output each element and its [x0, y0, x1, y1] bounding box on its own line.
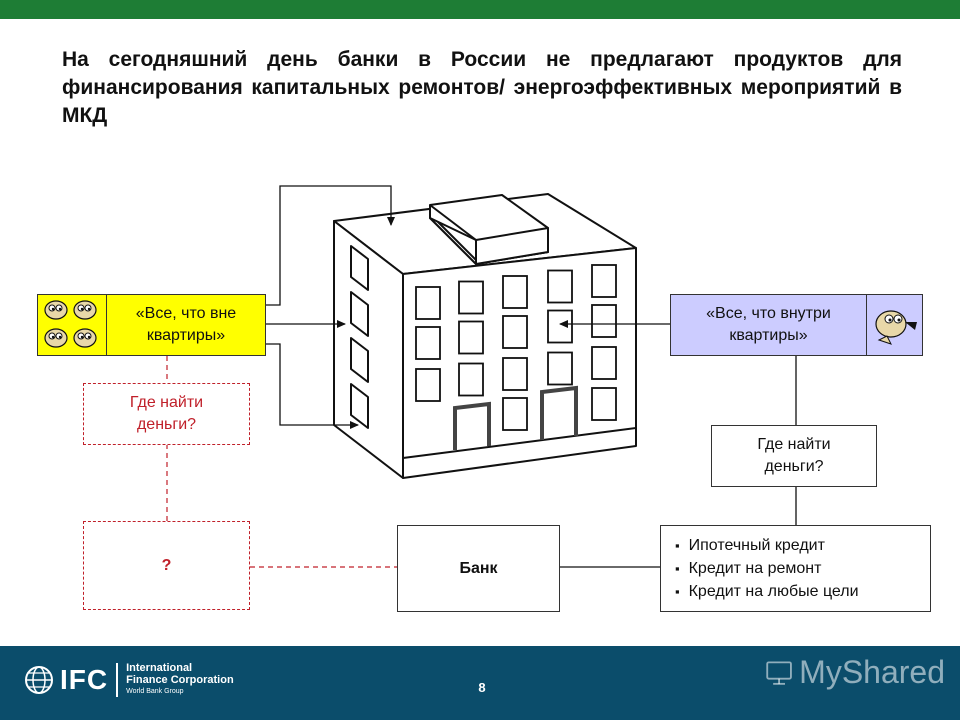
unknown-financing-box: ?: [83, 521, 250, 610]
building-window: [502, 397, 528, 431]
building-window: [547, 269, 573, 304]
resident-face-icon: [874, 310, 917, 345]
building-window: [591, 304, 617, 338]
ifc-logo: IFC International Finance Corporation Wo…: [22, 662, 234, 698]
inside-apartment-label: «Все, что внутри квартиры»: [706, 305, 831, 344]
building-windows: [415, 264, 617, 431]
building-window: [502, 275, 528, 309]
footer-bar: [0, 646, 960, 720]
bank-label: Банк: [459, 559, 498, 577]
outside-apartment-label: «Все, что вне квартиры»: [135, 305, 237, 344]
apartment-building-icon: [333, 193, 637, 479]
building-window: [458, 320, 484, 355]
building-window: [547, 309, 573, 344]
globe-icon: [25, 666, 53, 694]
outside-apartment-box: «Все, что вне квартиры»: [106, 294, 266, 356]
top-accent-bar: [0, 0, 960, 19]
list-item: Ипотечный кредит: [675, 534, 930, 557]
building-window: [458, 362, 484, 397]
logo-line-1: International: [126, 662, 193, 674]
outside-faces-box: [37, 294, 107, 356]
bank-products-box: Ипотечный кредит Кредит на ремонт Кредит…: [660, 525, 931, 612]
list-item: Кредит на ремонт: [675, 557, 930, 580]
building-window: [502, 315, 528, 349]
building-window: [502, 357, 528, 391]
logo-divider: [116, 663, 119, 697]
question-mark: ?: [161, 556, 172, 574]
watermark: MyShared: [765, 650, 945, 694]
inside-face-box: [866, 294, 923, 356]
logo-line-2: Finance Corporation: [126, 674, 234, 686]
connector-outside-to-building: [265, 185, 395, 429]
where-money-left-box: Где найти деньги?: [83, 383, 250, 445]
dashed-connectors: [166, 356, 397, 568]
bank-products-list: Ипотечный кредит Кредит на ремонт Кредит…: [675, 534, 930, 603]
building-doors: [453, 385, 578, 450]
building-window: [415, 326, 441, 360]
inside-apartment-box: «Все, что внутри квартиры»: [670, 294, 867, 356]
residents-faces-icon: [44, 300, 97, 348]
bank-box: Банк: [397, 525, 560, 612]
presentation-icon: [766, 661, 792, 685]
connector-inside-to-building: [559, 320, 797, 568]
where-money-right-box: Где найти деньги?: [711, 425, 877, 487]
list-item: Кредит на любые цели: [675, 580, 930, 603]
watermark-text: MyShared: [799, 653, 945, 690]
logo-line-3: World Bank Group: [126, 688, 184, 695]
where-money-right-label: Где найти деньги?: [757, 436, 831, 475]
page-number: 8: [478, 680, 486, 695]
building-window: [547, 351, 573, 386]
building-window: [591, 346, 617, 380]
slide-title: На сегодняшний день банки в России не пр…: [62, 48, 902, 127]
building-window: [458, 280, 484, 315]
building-window: [415, 286, 441, 320]
ifc-logo-text: International Finance Corporation World …: [126, 662, 234, 698]
where-money-left-label: Где найти деньги?: [129, 394, 204, 433]
ifc-logo-letters: IFC: [60, 664, 109, 695]
building-window: [415, 368, 441, 402]
building-window: [591, 387, 617, 421]
building-window: [591, 264, 617, 298]
